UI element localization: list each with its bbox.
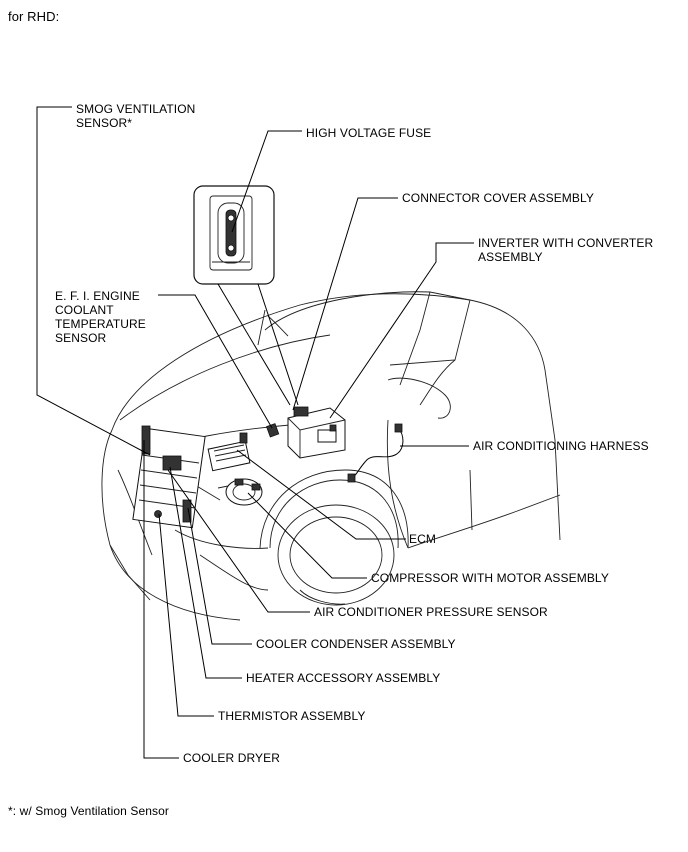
page-title: for RHD: (8, 9, 60, 24)
ecm-unit (207, 432, 251, 472)
inverter-assembly (287, 406, 346, 459)
ac-harness (347, 423, 404, 483)
leader-lines (36, 106, 474, 759)
label-ecm: ECM (409, 532, 436, 546)
label-cooler-dryer: COOLER DRYER (183, 751, 281, 765)
footnote: *: w/ Smog Ventilation Sensor (8, 804, 169, 818)
coolant-temperature-sensor (266, 423, 280, 438)
label-thermistor-assembly: THERMISTOR ASSEMBLY (218, 709, 366, 723)
label-air-conditioning-harness: AIR CONDITIONING HARNESS (473, 439, 649, 453)
label-inverter-with-converter: INVERTER WITH CONVERTER ASSEMBLY (478, 236, 654, 264)
label-high-voltage-fuse: HIGH VOLTAGE FUSE (306, 126, 432, 140)
label-cooler-condenser: COOLER CONDENSER ASSEMBLY (256, 637, 456, 651)
label-connector-cover-assembly: CONNECTOR COVER ASSEMBLY (402, 191, 594, 205)
fuse-callout (193, 185, 299, 406)
label-ac-pressure-sensor: AIR CONDITIONER PRESSURE SENSOR (314, 605, 548, 619)
label-compressor-with-motor: COMPRESSOR WITH MOTOR ASSEMBLY (371, 571, 609, 585)
label-heater-accessory: HEATER ACCESSORY ASSEMBLY (246, 671, 441, 685)
label-smog-ventilation-sensor: SMOG VENTILATION SENSOR* (76, 102, 196, 130)
label-efi-coolant-temp-sensor: E. F. I. ENGINE COOLANT TEMPERATURE SENS… (55, 289, 146, 345)
condenser-assembly (132, 425, 206, 529)
